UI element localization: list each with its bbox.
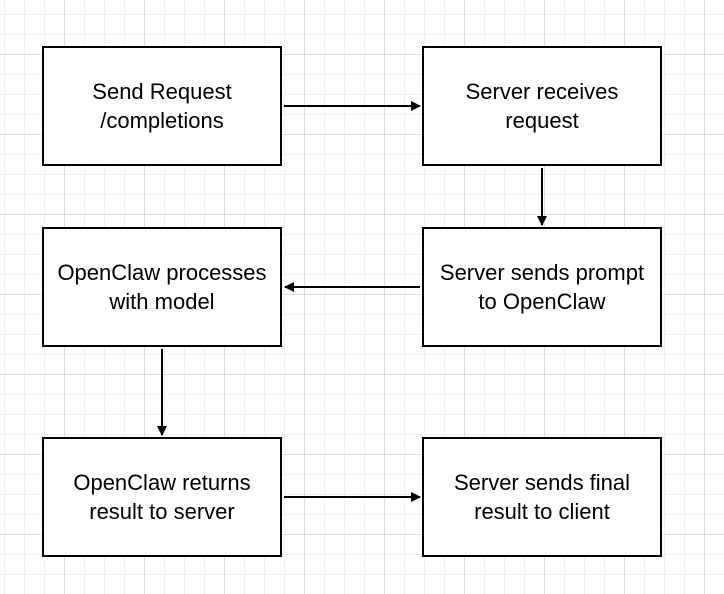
node-label: Server sends final result to client [453, 470, 631, 524]
node-label: Send Request /completions [92, 79, 232, 133]
node-server-sends-final-result[interactable]: Server sends final result to client [422, 437, 662, 557]
node-label: Server sends prompt to OpenClaw [439, 260, 645, 314]
node-send-request[interactable]: Send Request /completions [42, 46, 282, 166]
node-openclaw-processes[interactable]: OpenClaw processes with model [42, 227, 282, 347]
node-server-sends-prompt[interactable]: Server sends prompt to OpenClaw [422, 227, 662, 347]
node-server-receives-request[interactable]: Server receives request [422, 46, 662, 166]
node-label: OpenClaw returns result to server [73, 470, 251, 524]
node-label: OpenClaw processes with model [57, 260, 267, 314]
node-label: Server receives request [465, 79, 619, 133]
node-openclaw-returns-result[interactable]: OpenClaw returns result to server [42, 437, 282, 557]
